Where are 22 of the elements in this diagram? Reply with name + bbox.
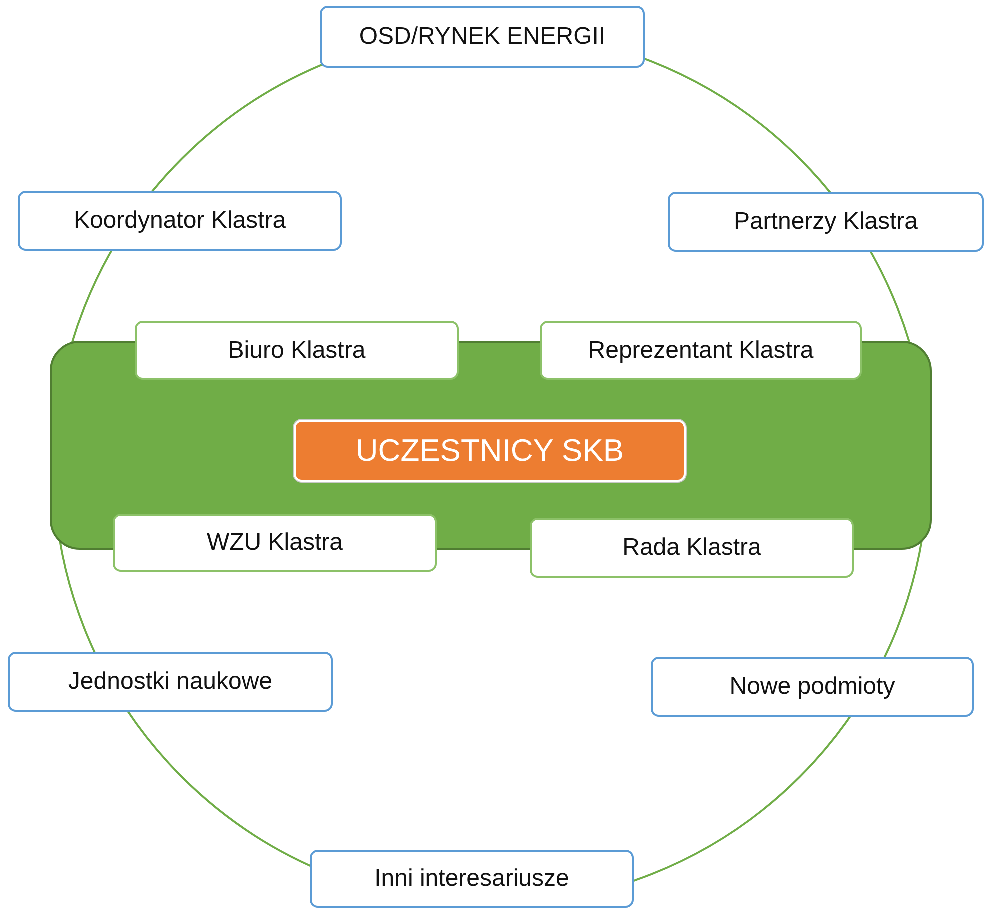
role-box xyxy=(540,321,862,380)
box-label: Reprezentant Klastra xyxy=(588,336,814,364)
role-box xyxy=(113,514,437,572)
role-box xyxy=(8,652,333,712)
role-box xyxy=(668,192,984,252)
role-box xyxy=(310,850,634,908)
central-label: UCZESTNICY SKB xyxy=(356,433,624,469)
box-label: Biuro Klastra xyxy=(228,336,366,364)
box-label: Rada Klastra xyxy=(622,534,762,562)
box-label: Jednostki naukowe xyxy=(68,668,273,696)
box-label: Nowe podmioty xyxy=(730,673,896,701)
role-box xyxy=(530,518,854,578)
role-box xyxy=(135,321,459,380)
role-box xyxy=(651,657,974,717)
role-box xyxy=(320,6,645,68)
central-box xyxy=(294,420,686,482)
box-label: OSD/RYNEK ENERGII xyxy=(359,23,606,51)
box-label: Inni interesariusze xyxy=(374,865,570,893)
box-label: Koordynator Klastra xyxy=(74,207,286,235)
role-box xyxy=(18,191,342,251)
box-label: WZU Klastra xyxy=(206,529,343,557)
box-label: Partnerzy Klastra xyxy=(734,208,918,236)
